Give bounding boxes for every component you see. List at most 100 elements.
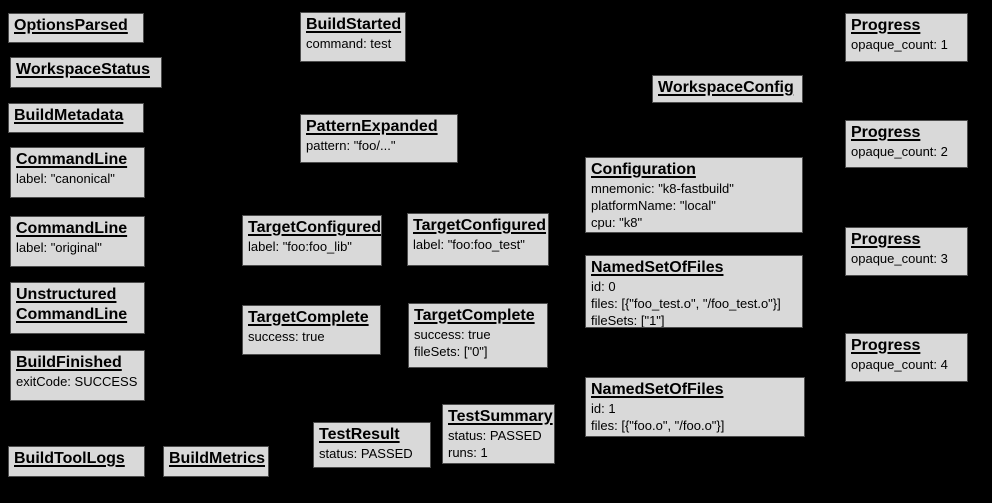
event-title-line: Progress: [851, 17, 921, 34]
event-title: TargetConfigured: [248, 218, 382, 238]
event-box-workspace-status: WorkspaceStatus: [10, 57, 162, 88]
event-title: TargetComplete: [414, 306, 542, 326]
event-box-build-metadata: BuildMetadata: [8, 103, 144, 133]
event-title-line: BuildMetrics: [169, 450, 266, 467]
event-title: CommandLine: [16, 219, 139, 239]
event-title: TestSummary: [448, 407, 553, 427]
event-title-line: WorkspaceConfig: [658, 79, 794, 96]
event-title-line: TestSummary: [448, 408, 553, 425]
event-box-named-set-of-files-1: NamedSetOfFiles id: 1 files: [{"foo.o", "/…: [585, 377, 805, 437]
event-title-line: PatternExpanded: [306, 118, 438, 135]
event-box-command-line-canonical: CommandLine label: "canonical": [10, 147, 145, 198]
event-title: NamedSetOfFiles: [591, 380, 799, 400]
event-title: Progress: [851, 336, 962, 356]
event-field: opaque_count: 3: [851, 251, 948, 266]
event-title: PatternExpanded: [306, 117, 452, 137]
event-field: mnemonic: "k8-fastbuild": [591, 181, 734, 196]
event-field: opaque_count: 1: [851, 37, 948, 52]
event-title: BuildFinished: [16, 353, 139, 373]
event-field: label: "canonical": [16, 171, 115, 186]
event-title: BuildStarted: [306, 15, 402, 35]
event-box-progress-2: Progress opaque_count: 2: [845, 120, 968, 168]
event-title-line: NamedSetOfFiles: [591, 259, 724, 276]
event-title-line: BuildStarted: [306, 16, 402, 33]
event-field: success: true: [414, 327, 491, 342]
event-title: Progress: [851, 123, 962, 143]
event-title: Progress: [851, 16, 962, 36]
event-box-build-finished: BuildFinished exitCode: SUCCESS: [10, 350, 145, 401]
event-box-command-line-original: CommandLine label: "original": [10, 216, 145, 267]
event-box-progress-4: Progress opaque_count: 4: [845, 333, 968, 382]
event-title-line: BuildToolLogs: [14, 450, 125, 467]
event-field: status: PASSED: [448, 428, 542, 443]
event-box-build-metrics: BuildMetrics: [163, 446, 269, 477]
event-box-build-tool-logs: BuildToolLogs: [8, 446, 145, 477]
event-title-line: BuildMetadata: [14, 107, 124, 124]
event-title: TargetComplete: [248, 308, 375, 328]
event-box-workspace-config: WorkspaceConfig: [652, 75, 803, 103]
event-title-line: Configuration: [591, 161, 696, 178]
event-field: success: true: [248, 329, 325, 344]
event-title-line: CommandLine: [16, 151, 128, 168]
event-title-line: WorkspaceStatus: [16, 61, 150, 78]
event-field: id: 0: [591, 279, 616, 294]
event-field: opaque_count: 4: [851, 357, 948, 372]
event-title: WorkspaceStatus: [16, 60, 156, 80]
event-field: command: test: [306, 36, 392, 51]
event-title: Progress: [851, 230, 962, 250]
event-title-line: NamedSetOfFiles: [591, 381, 724, 398]
event-field: runs: 1: [448, 445, 488, 460]
event-box-target-complete-foo-lib: TargetComplete success: true: [242, 305, 381, 355]
event-title-line: CommandLine: [16, 306, 128, 323]
event-title-line: Progress: [851, 337, 921, 354]
event-box-target-complete-foo-test: TargetComplete success: true fileSets: ["0…: [408, 303, 548, 368]
event-field: platformName: "local": [591, 198, 716, 213]
event-field: label: "foo:foo_lib": [248, 239, 352, 254]
event-box-build-started: BuildStarted command: test: [300, 12, 406, 62]
event-title-line: TargetConfigured: [413, 217, 547, 234]
event-title-line: TestResult: [319, 426, 400, 443]
event-title-line: TargetComplete: [414, 307, 535, 324]
event-field: opaque_count: 2: [851, 144, 948, 159]
event-title-line: Progress: [851, 124, 921, 141]
event-field: status: PASSED: [319, 446, 413, 461]
event-field: pattern: "foo/...": [306, 138, 396, 153]
event-field: id: 1: [591, 401, 616, 416]
event-title: TargetConfigured: [413, 216, 547, 236]
event-title: BuildToolLogs: [14, 449, 139, 469]
event-title-line: BuildFinished: [16, 354, 122, 371]
event-title: Configuration: [591, 160, 797, 180]
event-field: fileSets: ["1"]: [591, 313, 665, 328]
event-title-line: TargetConfigured: [248, 219, 382, 236]
event-field: fileSets: ["0"]: [414, 344, 488, 359]
event-title-line: CommandLine: [16, 220, 128, 237]
event-title: BuildMetadata: [14, 106, 138, 126]
event-box-pattern-expanded: PatternExpanded pattern: "foo/...": [300, 114, 458, 163]
event-title: NamedSetOfFiles: [591, 258, 797, 278]
event-title-line: Unstructured: [16, 286, 117, 303]
event-box-configuration: Configuration mnemonic: "k8-fastbuild" pla…: [585, 157, 803, 233]
event-field: exitCode: SUCCESS: [16, 374, 138, 389]
event-field: cpu: "k8": [591, 215, 643, 230]
event-title: BuildMetrics: [169, 449, 266, 469]
event-box-progress-1: Progress opaque_count: 1: [845, 13, 968, 62]
event-title-line: Progress: [851, 231, 921, 248]
event-field: label: "foo:foo_test": [413, 237, 525, 252]
event-box-options-parsed: OptionsParsed: [8, 13, 144, 43]
event-title: WorkspaceConfig: [658, 78, 797, 98]
event-title: CommandLine: [16, 150, 139, 170]
event-title: TestResult: [319, 425, 425, 445]
event-box-progress-3: Progress opaque_count: 3: [845, 227, 968, 276]
event-field: files: [{"foo.o", "/foo.o"}]: [591, 418, 725, 433]
event-field: label: "original": [16, 240, 102, 255]
event-title-line: OptionsParsed: [14, 17, 128, 34]
event-title-line: TargetComplete: [248, 309, 369, 326]
event-box-test-result: TestResult status: PASSED: [313, 422, 431, 468]
event-box-target-configured-foo-lib: TargetConfigured label: "foo:foo_lib": [242, 215, 382, 266]
event-box-target-configured-foo-test: TargetConfigured label: "foo:foo_test": [407, 213, 549, 266]
event-title: OptionsParsed: [14, 16, 138, 36]
